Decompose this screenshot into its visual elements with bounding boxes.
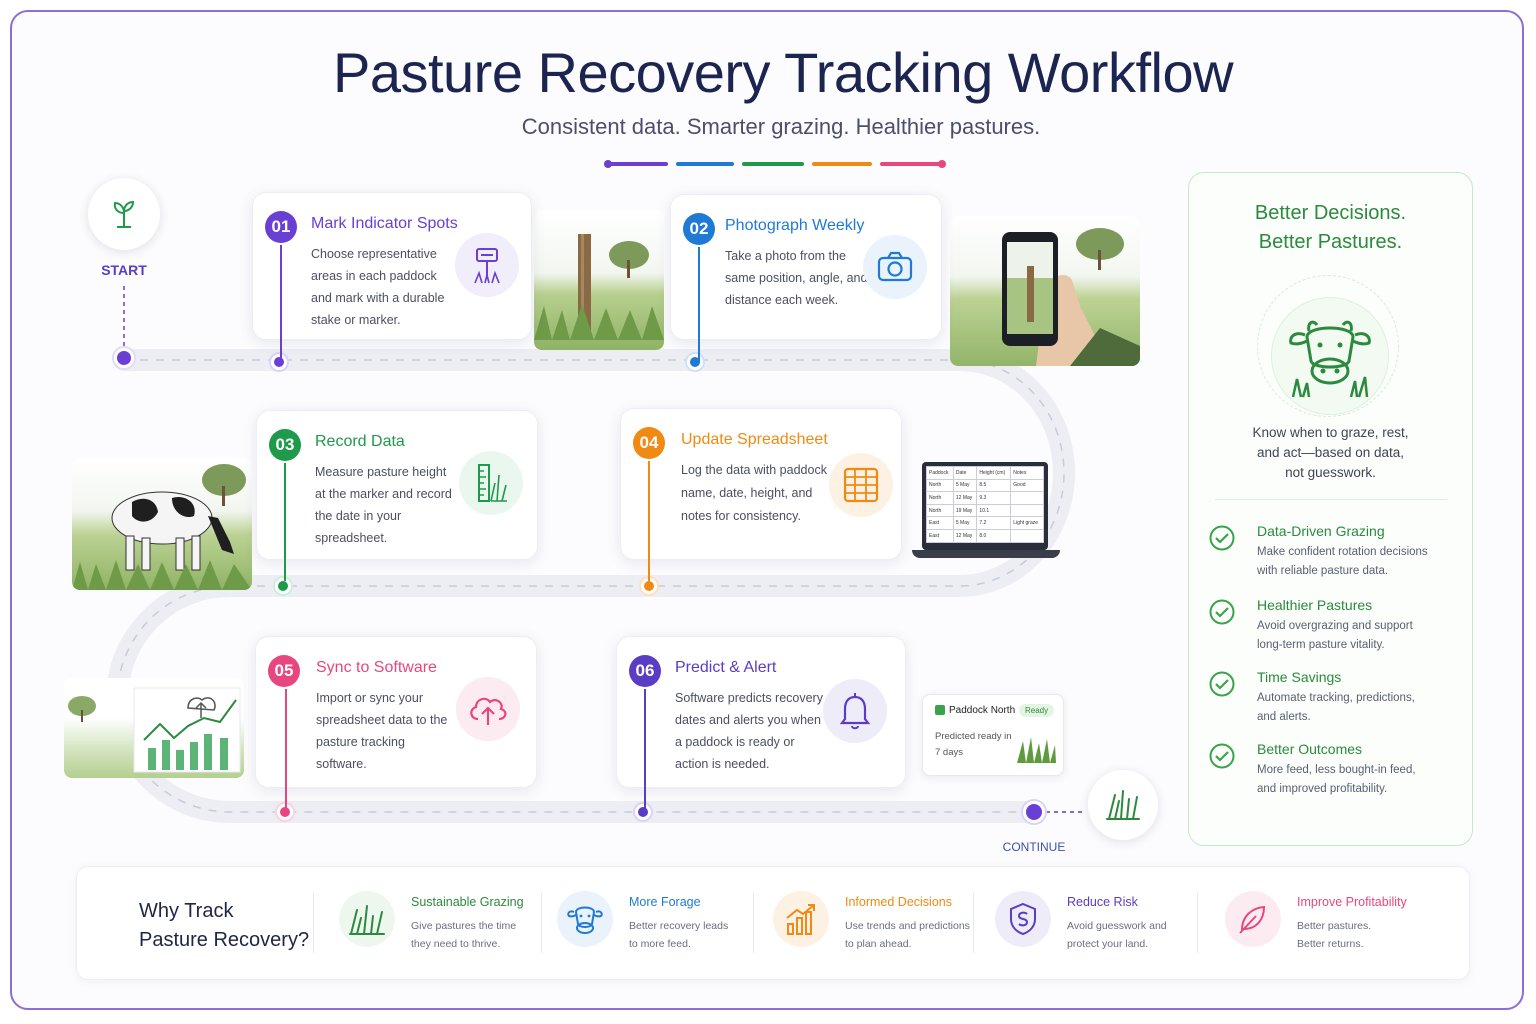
step-connector — [648, 461, 650, 581]
phone-photo-scene — [950, 216, 1140, 366]
shield-icon — [995, 891, 1051, 947]
chart-icon — [773, 891, 829, 947]
step-number-badge: 02 — [683, 213, 715, 245]
step-number-badge: 04 — [633, 427, 665, 459]
continue-label: CONTINUE — [1002, 840, 1066, 854]
grass-icon — [1106, 790, 1140, 820]
status-badge: Ready — [1019, 704, 1055, 717]
step-title: Predict & Alert — [675, 659, 777, 676]
step-connector — [280, 245, 282, 363]
step-card-04: 04 Update Spreadsheet Log the data with … — [620, 408, 902, 581]
sprout-icon — [113, 200, 135, 228]
page-title: Pasture Recovery Tracking Workflow — [332, 41, 1234, 104]
step-title: Record Data — [315, 433, 405, 450]
cow-icon — [557, 891, 613, 947]
benefits-panel: Better Decisions.Better Pastures. Know w… — [1188, 172, 1473, 846]
title-rule-green — [742, 162, 804, 166]
title-rule-end-dot — [938, 160, 946, 168]
paddock-name: Paddock North — [949, 705, 1016, 716]
title-rule-purple — [610, 162, 668, 166]
check-circle-icon — [1209, 743, 1235, 769]
step-title: Sync to Software — [316, 659, 437, 676]
ruler-icon — [459, 451, 523, 515]
step-connector — [698, 247, 700, 363]
step-card-06: 06 Predict & Alert Software predicts rec… — [616, 636, 906, 813]
step-title: Update Spreadsheet — [681, 431, 828, 448]
panel-title: Better Decisions.Better Pastures. — [1254, 202, 1407, 253]
step-title: Mark Indicator Spots — [311, 215, 458, 232]
spreadsheet-icon — [829, 453, 893, 517]
title-rule-orange — [812, 162, 872, 166]
page-subtitle: Consistent data. Smarter grazing. Health… — [521, 114, 1041, 139]
continue-marker — [1088, 770, 1158, 840]
title-rule-pink — [880, 162, 940, 166]
step-connector — [644, 689, 646, 813]
cow-icon — [1271, 297, 1389, 415]
step-number-badge: 01 — [265, 211, 297, 243]
step-number-badge: 06 — [629, 655, 661, 687]
step-number-badge: 05 — [268, 655, 300, 687]
signpost-icon — [455, 233, 519, 297]
start-label: START — [101, 262, 147, 278]
start-marker — [88, 178, 160, 250]
panel-description: Know when to graze, rest,and act—based o… — [1252, 425, 1409, 480]
bell-icon — [823, 679, 887, 743]
field-stake-scene — [534, 210, 664, 350]
check-circle-icon — [1209, 525, 1235, 551]
step-number-badge: 03 — [269, 429, 301, 461]
camera-icon — [863, 235, 927, 299]
step-connector — [285, 689, 287, 813]
title-rule-blue — [676, 162, 734, 166]
title-rule-start-dot — [604, 160, 612, 168]
step-connector — [284, 463, 286, 581]
cloud-upload-icon — [456, 677, 520, 741]
checkbox-icon — [935, 705, 945, 715]
step-card-02: 02 Photograph Weekly Take a photo from t… — [670, 194, 942, 363]
step-title: Photograph Weekly — [725, 217, 865, 234]
grass-icon — [1017, 737, 1056, 763]
leaf-icon — [1225, 891, 1281, 947]
check-circle-icon — [1209, 671, 1235, 697]
grazing-cow-scene — [72, 458, 252, 590]
step-card-01: 01 Mark Indicator Spots Choose represent… — [252, 192, 532, 363]
grass-icon — [339, 891, 395, 947]
growth-chart-scene — [64, 678, 244, 778]
check-circle-icon — [1209, 599, 1235, 625]
